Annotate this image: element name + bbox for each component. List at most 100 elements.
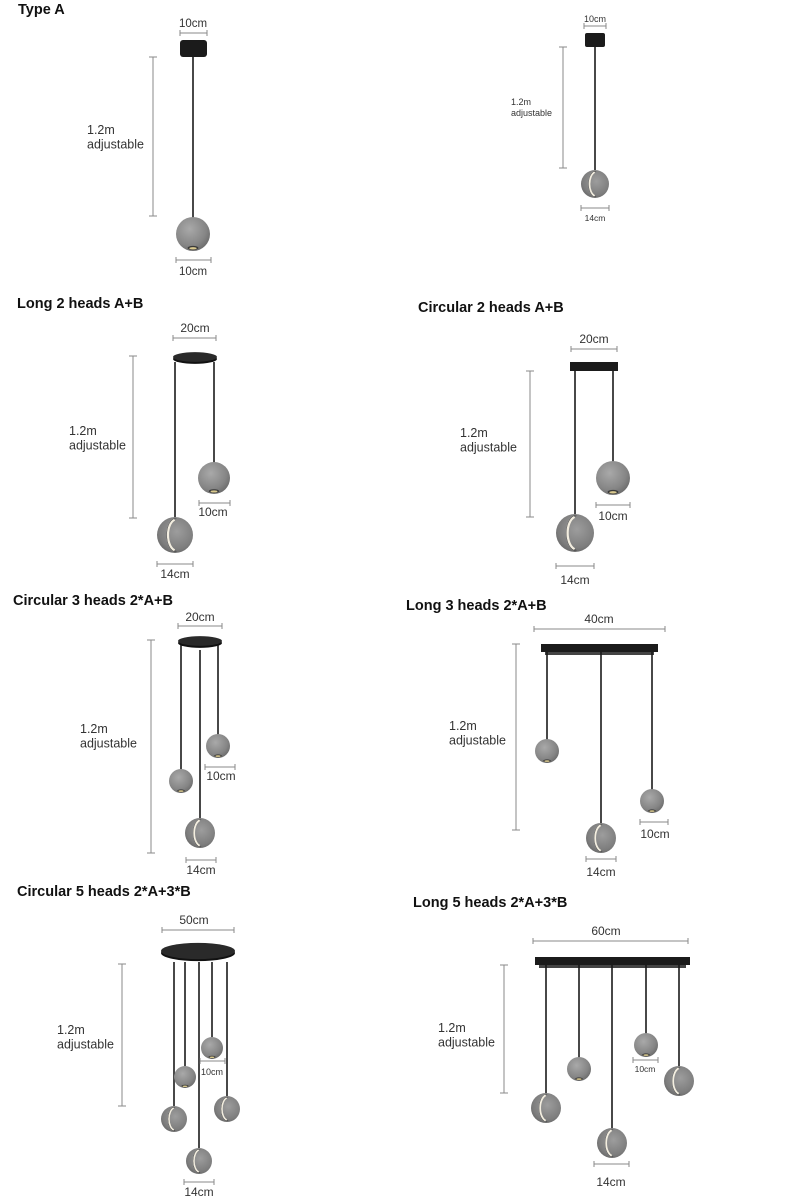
pendant-shade-b <box>581 170 609 198</box>
length-label-adjustable: adjustable <box>80 737 137 751</box>
pendant-shade-b <box>531 1093 561 1123</box>
section-title-long-5-heads: Long 5 heads 2*A+3*B <box>413 895 568 911</box>
shade-sphere <box>586 823 616 853</box>
shade-b-dimension-label: 14cm <box>596 1175 625 1189</box>
top-dimension-label: 60cm <box>591 924 620 938</box>
shade-a-dimension <box>198 500 231 506</box>
shade-sphere <box>186 1148 212 1174</box>
top-dimension-10cm <box>179 30 208 36</box>
shade-sphere <box>198 462 230 494</box>
canopy-top <box>161 942 235 960</box>
top-dimension-label: 50cm <box>179 913 208 927</box>
section-title-circular-5-heads: Circular 5 heads 2*A+3*B <box>17 884 191 900</box>
top-dimension <box>570 346 618 352</box>
shade-sphere <box>206 734 230 758</box>
shade-sphere <box>157 517 193 553</box>
pendant-shade-a <box>174 1066 196 1088</box>
shade-light <box>576 1078 582 1080</box>
shade-sphere <box>176 217 210 251</box>
shade-light-slit <box>221 1097 228 1121</box>
shade-sphere <box>201 1037 223 1059</box>
length-label-value: 1.2m <box>460 426 488 440</box>
shade-light-slit <box>605 1129 613 1157</box>
length-label-adjustable: adjustable <box>449 734 506 748</box>
shade-sphere <box>640 789 664 813</box>
canopy-bar-edge <box>545 652 654 655</box>
shade-a-dimension-label: 10cm <box>635 1064 656 1074</box>
section-title-type-a: Type A <box>18 2 65 18</box>
section-title-circular-2-heads: Circular 2 heads A+B <box>418 300 564 316</box>
shade-b-dimension-label: 14cm <box>160 567 189 581</box>
pendant-shade-a <box>206 734 230 758</box>
length-label-value: 1.2m <box>80 722 108 736</box>
shade-a-dimension-label: 10cm <box>198 505 227 519</box>
shade-b-dimension <box>555 563 595 569</box>
pendant-shade-a <box>535 739 559 763</box>
pendant-shade-a <box>176 217 210 251</box>
canopy-bar <box>541 644 658 652</box>
pendant-shade-a <box>640 789 664 813</box>
shade-light-slit <box>166 518 176 552</box>
length-label-adjustable: adjustable <box>87 138 144 152</box>
shade-sphere <box>214 1096 240 1122</box>
section-title-circular-3-heads: Circular 3 heads 2*A+B <box>13 593 173 609</box>
length-label-value: 1.2m <box>69 424 97 438</box>
shade-dimension <box>580 205 610 211</box>
shade-a-dimension-label: 10cm <box>640 827 669 841</box>
ceiling-canopy-round <box>173 352 217 364</box>
length-dimension <box>526 370 534 518</box>
top-dimension <box>177 623 223 629</box>
shade-light <box>643 1054 649 1056</box>
section-title-long-3-heads: Long 3 heads 2*A+B <box>406 598 547 614</box>
shade-light <box>609 491 617 494</box>
shade-dimension <box>175 257 212 263</box>
ceiling-canopy <box>585 33 605 47</box>
shade-sphere <box>567 1057 591 1081</box>
shade-sphere <box>535 739 559 763</box>
ceiling-canopy-round <box>161 942 235 962</box>
pendant-shade-b <box>186 1148 212 1174</box>
pendant-shade-b <box>664 1066 694 1096</box>
section-title-long-2-heads: Long 2 heads A+B <box>17 296 144 312</box>
shade-sphere <box>581 170 609 198</box>
shade-b-dimension-label: 14cm <box>184 1185 213 1199</box>
shade-b-dimension <box>183 1179 215 1185</box>
shade-a-dimension-label: 10cm <box>201 1067 223 1077</box>
canopy-top <box>178 636 222 646</box>
top-dimension <box>532 938 689 944</box>
shade-b-dimension <box>156 561 194 567</box>
length-dimension <box>500 964 508 1094</box>
shade-light-slit <box>588 171 596 197</box>
shade-a-dimension <box>204 764 236 770</box>
top-dimension-label: 10cm <box>584 14 606 24</box>
pendant-shade-b <box>157 517 193 553</box>
length-label-adjustable: adjustable <box>438 1036 495 1050</box>
canopy-top <box>173 352 217 362</box>
shade-light <box>210 490 218 493</box>
shade-a-dimension-label: 10cm <box>598 509 627 523</box>
top-dimension-label: 40cm <box>584 612 613 626</box>
shade-b-dimension <box>593 1161 630 1167</box>
top-dimension <box>533 626 666 632</box>
pendant-shade-a <box>198 462 230 494</box>
shade-dimension-label: 14cm <box>585 213 606 223</box>
top-dimension-label: 10cm <box>179 18 207 30</box>
shade-a-dimension <box>595 502 631 508</box>
length-dimension <box>149 56 157 217</box>
shade-sphere <box>169 769 193 793</box>
pendant-shade-a <box>596 461 630 495</box>
shade-sphere <box>664 1066 694 1096</box>
length-dimension <box>118 963 126 1107</box>
shade-b-dimension-label: 14cm <box>586 865 615 879</box>
shade-b-dimension <box>585 856 617 862</box>
shade-light-slit <box>193 819 201 847</box>
shade-a-dimension-label: 10cm <box>206 769 235 783</box>
length-label-adjustable: adjustable <box>511 108 552 118</box>
canopy-bar <box>535 957 690 965</box>
shade-light <box>649 810 655 812</box>
shade-b-dimension-label: 14cm <box>560 573 589 587</box>
shade-sphere <box>634 1033 658 1057</box>
pendant-shade-b <box>161 1106 187 1132</box>
shade-light-slit <box>193 1149 200 1173</box>
shade-b-dimension <box>185 857 217 863</box>
